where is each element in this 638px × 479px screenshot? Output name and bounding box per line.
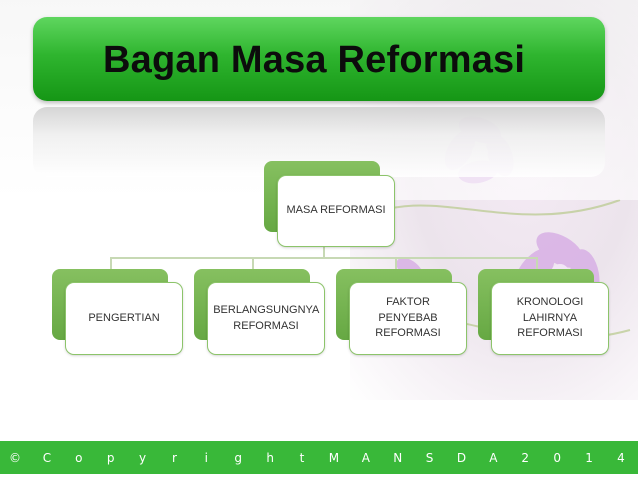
footer-char: r xyxy=(171,450,177,465)
footer-char: S xyxy=(425,450,434,465)
child-node-label: PENGERTIAN xyxy=(88,311,160,324)
footer-char: t xyxy=(299,450,305,465)
child-node-faktor-penyebab: FAKTOR PENYEBAB REFORMASI xyxy=(350,283,466,354)
child-node-label: FAKTOR PENYEBAB REFORMASI xyxy=(375,295,441,340)
footer-char: 0 xyxy=(553,450,561,465)
child-node-kronologi: KRONOLOGI LAHIRNYA REFORMASI xyxy=(492,283,608,354)
child-node-label: BERLANGSUNGNYA REFORMASI xyxy=(213,303,320,332)
connector-child-1 xyxy=(110,257,112,270)
connector-horizontal xyxy=(110,257,537,259)
footer-char: © xyxy=(9,450,21,465)
connector-child-3 xyxy=(395,257,397,270)
root-node-label: MASA REFORMASI xyxy=(286,204,386,217)
footer-char: y xyxy=(139,450,147,465)
connector-child-4 xyxy=(536,257,538,270)
connector-child-2 xyxy=(252,257,254,270)
slide-title: Bagan Masa Reformasi xyxy=(103,39,526,81)
footer-char: C xyxy=(42,450,52,465)
footer-char: h xyxy=(266,450,274,465)
title-bar: Bagan Masa Reformasi xyxy=(33,17,605,101)
footer-char: 4 xyxy=(617,450,625,465)
child-node-label: KRONOLOGI LAHIRNYA REFORMASI xyxy=(516,295,584,340)
footer-char: p xyxy=(106,450,115,465)
footer-char: g xyxy=(234,450,243,465)
footer-char: M xyxy=(328,450,340,465)
footer-char: A xyxy=(361,450,370,465)
copyright-footer: © C o p y r i g h t M A N S D A 2 0 1 4 xyxy=(0,441,638,474)
footer-char: 2 xyxy=(521,450,530,465)
footer-char: N xyxy=(393,450,403,465)
footer-char: D xyxy=(456,450,467,465)
footer-char: o xyxy=(75,450,83,465)
child-node-berlangsungnya: BERLANGSUNGNYA REFORMASI xyxy=(208,283,324,354)
root-node: MASA REFORMASI xyxy=(278,176,394,246)
connector-root-down xyxy=(323,243,325,258)
footer-char: i xyxy=(204,450,209,465)
child-node-pengertian: PENGERTIAN xyxy=(66,283,182,354)
footer-char: 1 xyxy=(585,450,593,465)
footer-char: A xyxy=(489,450,498,465)
